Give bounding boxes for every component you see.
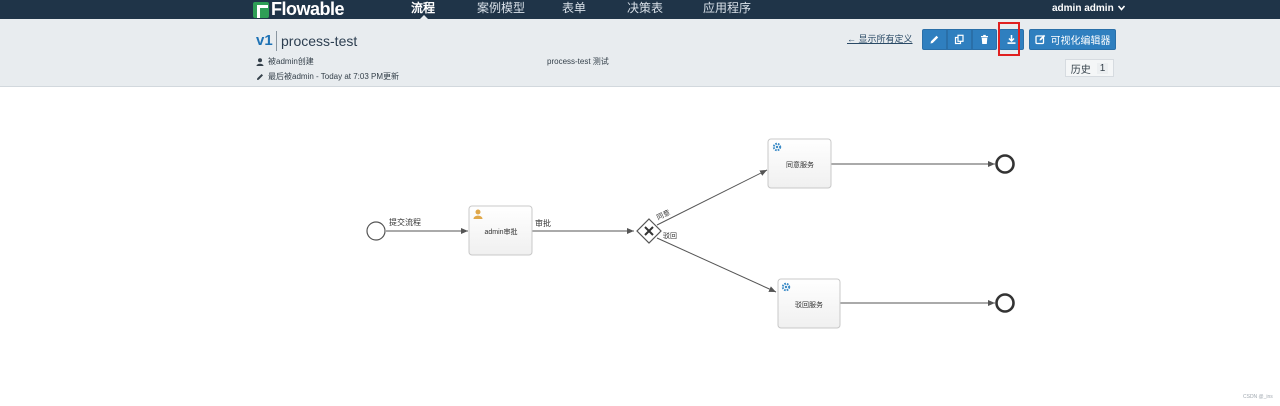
reject-flow-label: 驳回 <box>663 232 677 240</box>
updated-row: 最后被admin - Today at 7:03 PM更新 <box>256 72 399 82</box>
gear-icon <box>781 282 791 292</box>
gateway-x-icon <box>644 226 654 236</box>
chevron-down-icon <box>1118 5 1126 12</box>
flow-agree[interactable] <box>656 169 768 226</box>
end-event-reject[interactable] <box>995 293 1015 313</box>
watermark: CSDN @_ins <box>1243 394 1273 400</box>
user-name: admin admin <box>1052 3 1114 14</box>
start-flow-label: 提交流程 <box>389 217 421 227</box>
nav-item-decision-table[interactable]: 决策表 <box>627 1 664 15</box>
user-task-icon <box>473 209 483 219</box>
created-by-row: 被admin创建 <box>256 57 314 67</box>
version-label: v1 <box>256 32 273 49</box>
top-navbar: Flowable 流程 案例模型 表单 决策表 应用程序 admin admin <box>0 0 1280 19</box>
flowable-logo-icon <box>253 1 269 18</box>
delete-button[interactable] <box>972 29 997 50</box>
nav-item-form[interactable]: 表单 <box>562 1 587 15</box>
nav-item-apps[interactable]: 应用程序 <box>703 1 752 15</box>
updated-text: 最后被admin - Today at 7:03 PM更新 <box>268 72 400 81</box>
process-description: process-test 测试 <box>547 57 609 67</box>
flowable-logo[interactable]: Flowable <box>253 0 345 19</box>
download-highlight-box <box>998 22 1020 56</box>
description-text: process-test 测试 <box>547 57 609 66</box>
service-task-reject[interactable] <box>777 278 841 329</box>
created-by-text: 被admin创建 <box>268 57 314 66</box>
pencil-icon <box>257 74 263 80</box>
gear-icon <box>772 142 782 152</box>
agree-flow-label: 同意 <box>655 208 671 222</box>
edit-icon <box>930 35 939 44</box>
nav-item-process[interactable]: 流程 <box>411 1 436 15</box>
copy-button[interactable] <box>947 29 972 50</box>
nav-item-case-model[interactable]: 案例模型 <box>477 1 526 15</box>
show-all-definitions-link[interactable]: ← 显示所有定义 <box>847 34 913 44</box>
visual-editor-label: 可视化编辑器 <box>1050 36 1111 47</box>
visual-editor-button[interactable]: 可视化编辑器 <box>1029 29 1116 50</box>
reject-service-label: 驳回服务 <box>795 300 823 309</box>
external-edit-icon <box>1034 34 1045 45</box>
start-event[interactable] <box>366 221 386 241</box>
user-task-admin-approval[interactable] <box>468 205 533 256</box>
history-button[interactable]: 历史 1 <box>1065 59 1114 77</box>
process-name: process-test <box>281 33 358 49</box>
copy-icon <box>954 34 964 45</box>
user-icon <box>256 58 264 66</box>
history-label: 历史 <box>1070 64 1091 76</box>
service-task-agree[interactable] <box>767 138 832 189</box>
active-nav-caret <box>419 15 429 20</box>
logo-text: Flowable <box>271 0 345 19</box>
agree-service-label: 同意服务 <box>786 160 814 169</box>
user-task-label: admin审批 <box>484 227 517 236</box>
edit-button[interactable] <box>922 29 947 50</box>
user-menu[interactable]: admin admin <box>1052 0 1126 19</box>
download-icon <box>1007 35 1016 44</box>
trash-icon <box>981 34 988 44</box>
approval-flow-label: 审批 <box>535 218 551 228</box>
end-event-agree[interactable] <box>995 154 1015 174</box>
flow-reject[interactable] <box>656 237 777 293</box>
history-count: 1 <box>1096 62 1109 74</box>
title-divider <box>276 31 277 51</box>
